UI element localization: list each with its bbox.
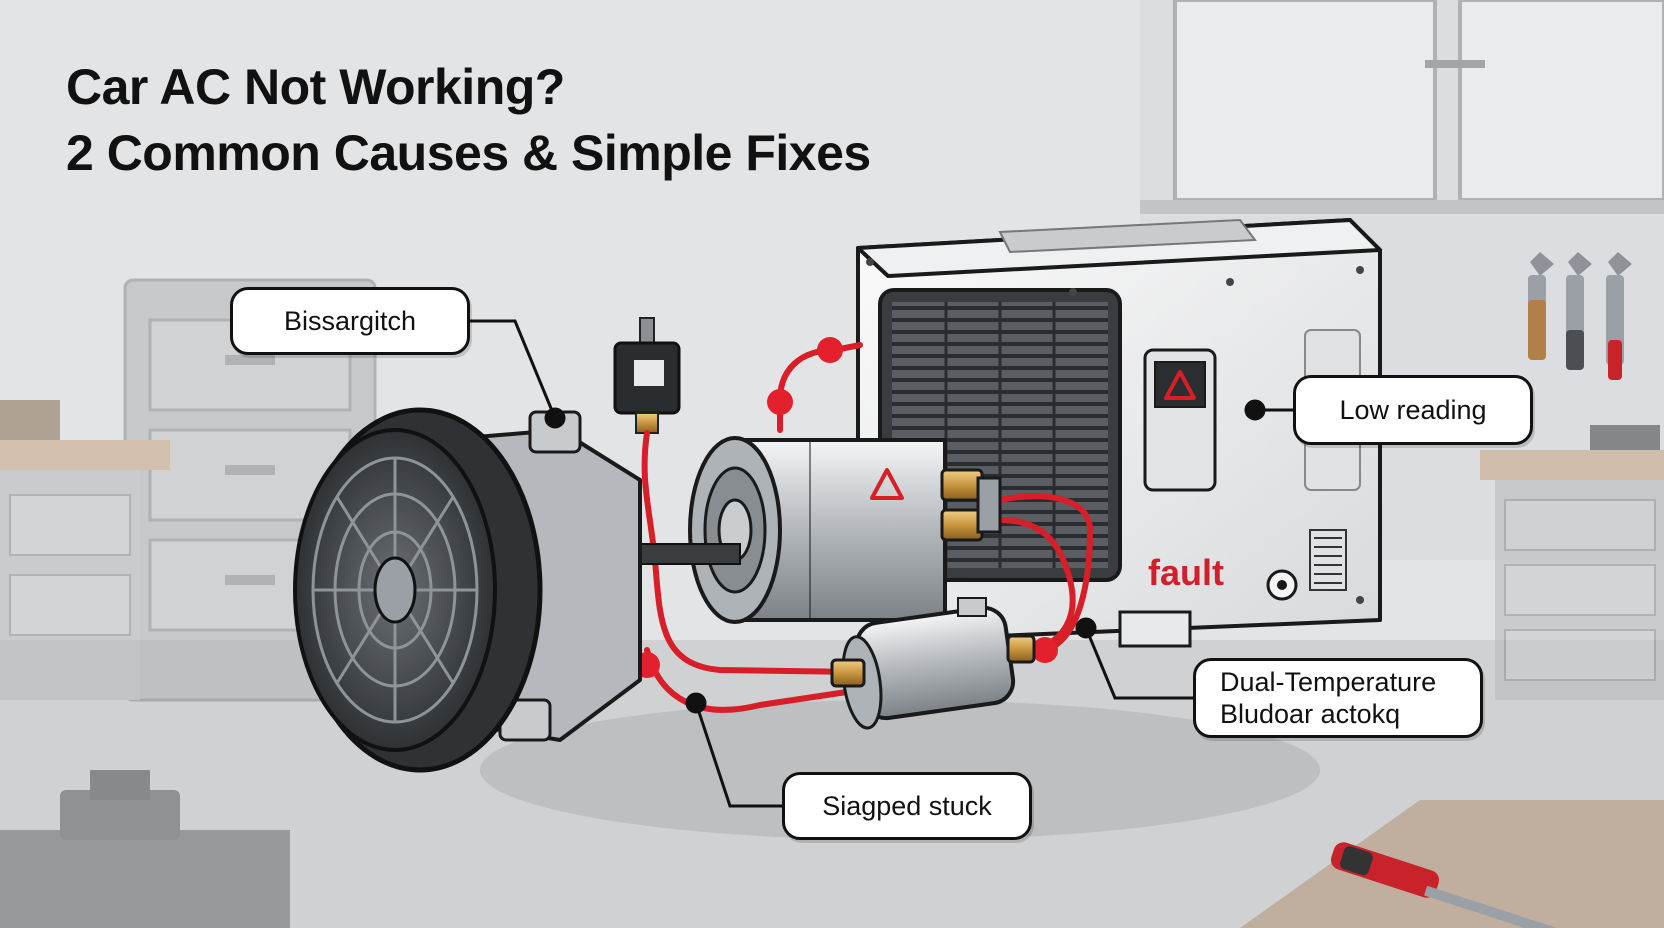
callout-low-reading: Low reading bbox=[1293, 375, 1533, 445]
background-vise bbox=[0, 770, 290, 928]
warning-triangle-icon bbox=[870, 468, 904, 500]
wrench-icon bbox=[1528, 252, 1632, 380]
callout-text: Bissargitch bbox=[283, 305, 417, 336]
callout-stuck: Siagped stuck bbox=[782, 772, 1032, 840]
callout-text-line-2: Bludoar actokq bbox=[1220, 699, 1401, 729]
callout-text: Siagped stuck bbox=[822, 790, 992, 821]
clutch-fan-assembly bbox=[293, 407, 642, 773]
background-table-right bbox=[1240, 800, 1664, 928]
warning-triangle-icon bbox=[1164, 370, 1196, 400]
callout-text-line-1: Dual-Temperature bbox=[1220, 666, 1437, 697]
background-workbench-right bbox=[1480, 425, 1664, 700]
compressor-body bbox=[688, 436, 1002, 624]
callout-dual-temperature: Dual-Temperature Bludoar actokq bbox=[1193, 658, 1483, 738]
receiver-drier bbox=[830, 597, 1036, 730]
leader-lines bbox=[470, 319, 1293, 808]
callout-text: Low reading bbox=[1339, 394, 1487, 425]
fault-label: fault bbox=[1148, 552, 1224, 593]
callout-clutch: Bissargitch bbox=[230, 287, 470, 355]
pressure-switch-icon bbox=[613, 317, 681, 434]
condenser-vent bbox=[1309, 529, 1347, 591]
page-title-line-2: 2 Common Causes & Simple Fixes bbox=[66, 125, 871, 181]
page-title-line-1: Car AC Not Working? bbox=[66, 59, 565, 115]
